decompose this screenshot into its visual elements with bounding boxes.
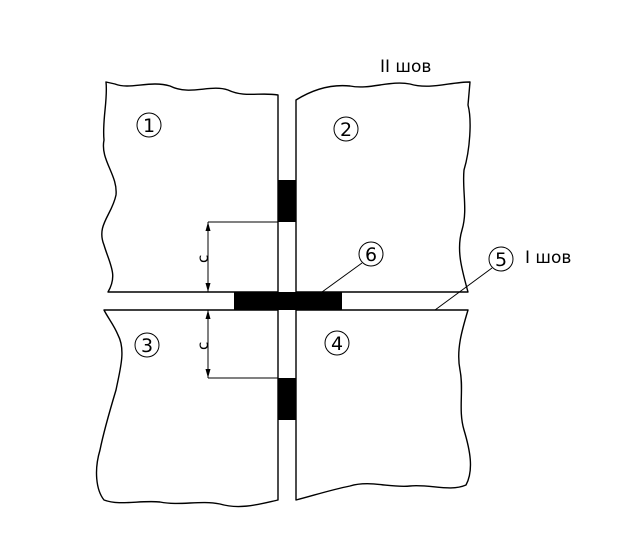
dim-lower-arrow-bottom [205, 369, 211, 378]
dim-upper-arrow-top [205, 222, 211, 231]
svg-text:1: 1 [143, 115, 155, 137]
dim-upper-label: c [194, 255, 212, 263]
dim-upper-arrow-bottom [205, 283, 211, 292]
svg-text:6: 6 [365, 244, 377, 266]
plate-3-outline [95, 309, 279, 508]
svg-text:2: 2 [340, 119, 352, 141]
seam-ii-weld-bead-lower [278, 378, 296, 420]
marker-4: 4 [324, 330, 350, 356]
plate-1-outline [101, 81, 279, 293]
dim-lower-label: c [194, 342, 212, 350]
marker-5: 5 [488, 246, 514, 272]
leader-6 [321, 262, 363, 293]
seam-i-weld-bead [234, 292, 342, 310]
svg-text:3: 3 [141, 335, 153, 357]
leader-5 [434, 267, 493, 311]
seam-i-label: I шов [525, 248, 571, 268]
svg-text:5: 5 [495, 249, 507, 271]
marker-6: 6 [358, 241, 384, 267]
plate-2-outline [295, 81, 471, 293]
seam-ii-label: II шов [380, 57, 431, 77]
marker-3: 3 [134, 332, 160, 358]
svg-text:4: 4 [331, 333, 343, 355]
marker-1: 1 [136, 112, 162, 138]
plate-4-outline [295, 309, 472, 501]
marker-2: 2 [333, 116, 359, 142]
seam-ii-weld-bead-upper [278, 180, 296, 222]
dim-lower-arrow-top [205, 310, 211, 319]
